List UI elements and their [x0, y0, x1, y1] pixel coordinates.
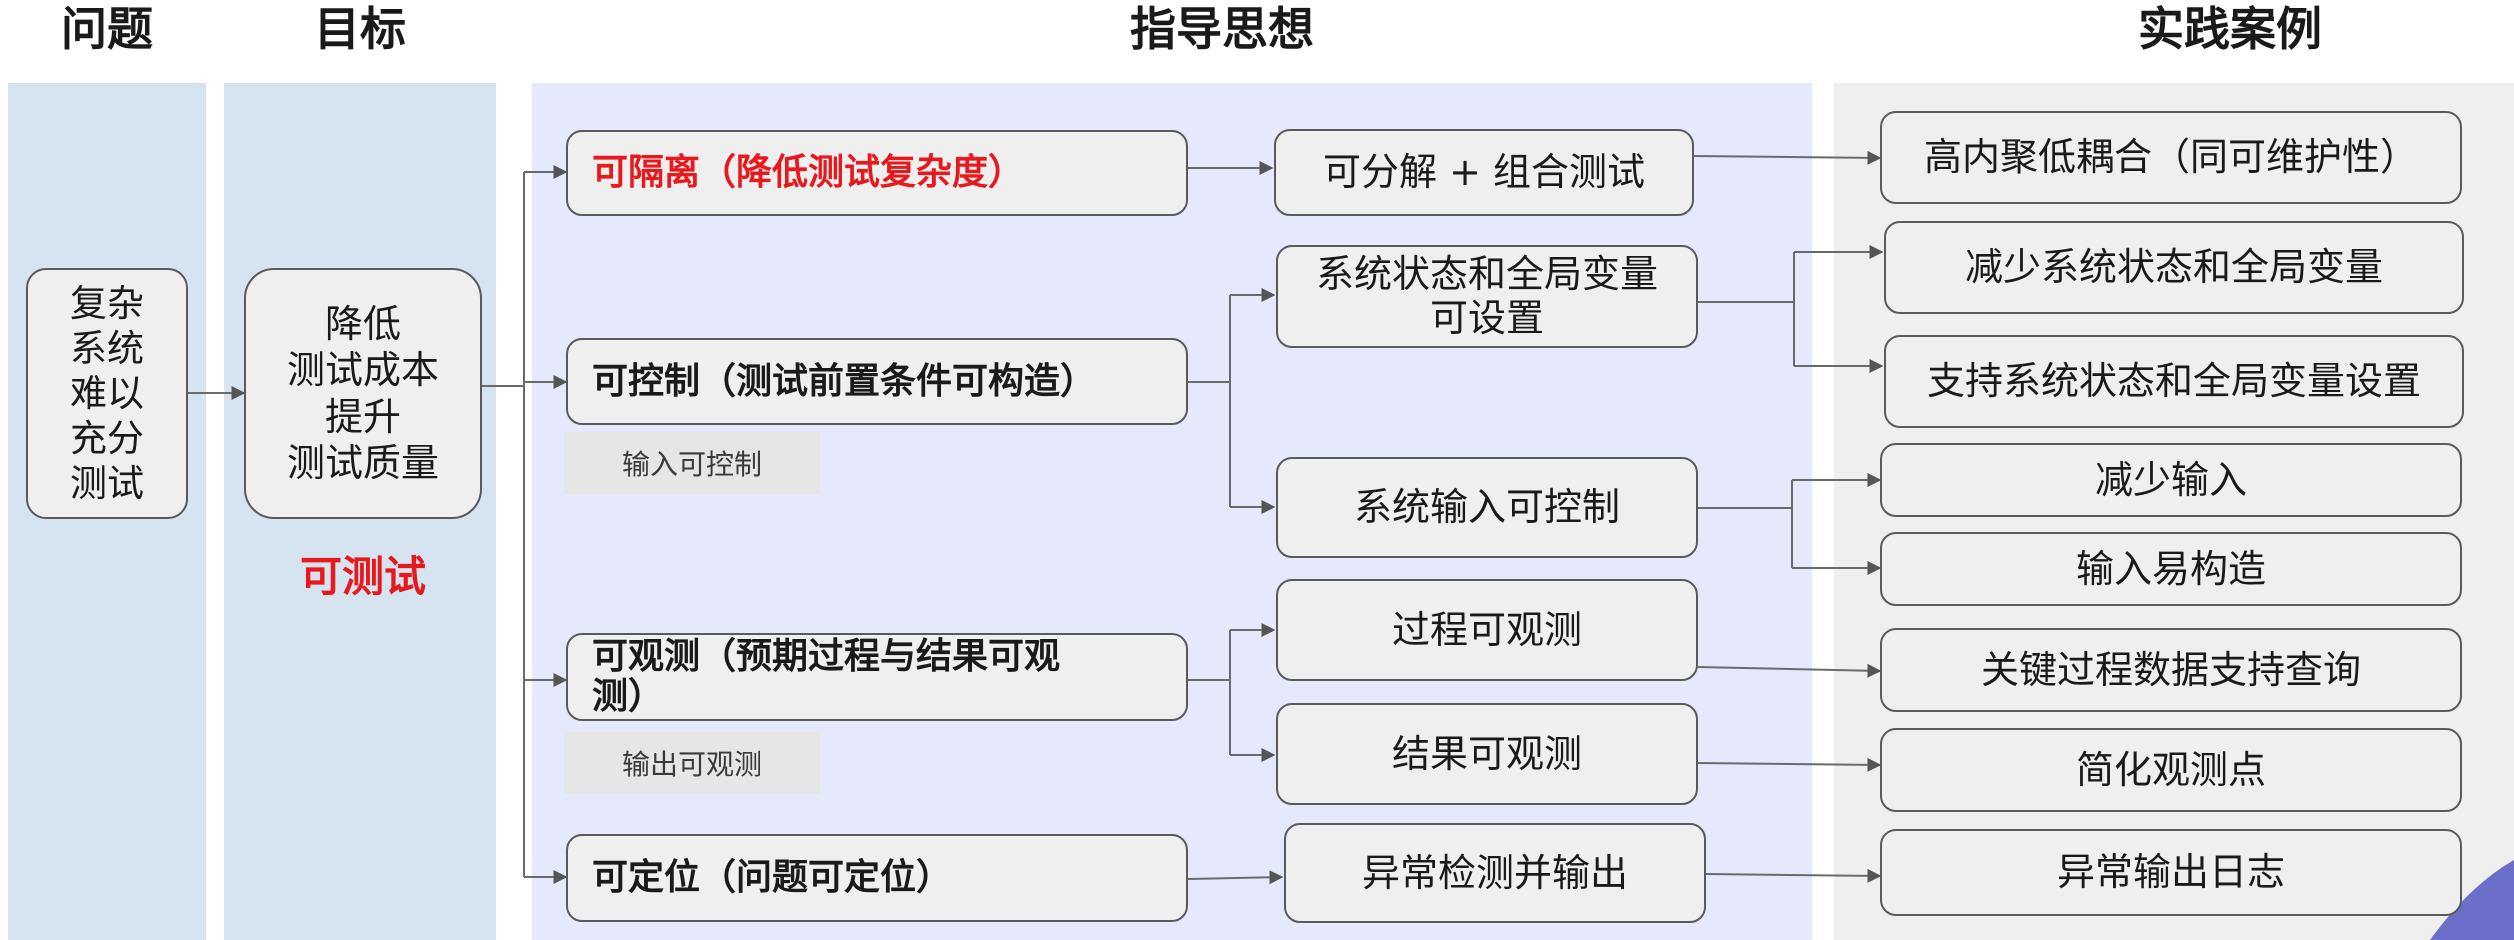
principle-observe: 可观测（预期过程与结果可观 测）: [566, 633, 1188, 721]
case-support-state: 支持系统状态和全局变量设置: [1884, 335, 2464, 428]
case-easy-input: 输入易构造: [1880, 532, 2462, 606]
case-reduce-state: 减少系统状态和全局变量: [1884, 221, 2464, 314]
note-output-observable: 输出可观测: [564, 732, 820, 794]
case-process-query: 关键过程数据支持查询: [1880, 628, 2462, 712]
mid-result-observable: 结果可观测: [1276, 703, 1698, 805]
case-simplify-observe: 简化观测点: [1880, 728, 2462, 812]
case-exception-log: 异常输出日志: [1880, 829, 2462, 916]
mid-decompose-compose: 可分解 + 组合测试: [1274, 129, 1694, 216]
arrow-decompose-cohesion: [1693, 150, 1882, 165]
principle-isolate: 可隔离（降低测试复杂度）: [566, 130, 1188, 216]
case-reduce-input: 减少输入: [1880, 443, 2462, 517]
case-high-cohesion: 高内聚低耦合（同可维护性）: [1880, 111, 2462, 204]
corner-accent-shape: [2430, 860, 2514, 940]
header-guiding: 指导思想: [1130, 2, 1314, 56]
note-input-controllable: 输入可控制: [564, 432, 820, 494]
goal-label-testable: 可测试: [299, 552, 426, 601]
mid-state-settable: 系统状态和全局变量 可设置: [1276, 245, 1698, 348]
goal-box: 降低 测试成本 提升 测试质量: [244, 268, 482, 519]
arrow-exception-log: [1705, 868, 1882, 883]
arrow-process-query: [1697, 663, 1882, 678]
header-goal: 目标: [314, 2, 406, 56]
header-practice: 实践案例: [2138, 2, 2322, 56]
mid-input-controllable: 系统输入可控制: [1276, 457, 1698, 558]
principle-locate: 可定位（问题可定位）: [566, 834, 1188, 922]
principle-control: 可控制（测试前置条件可构造）: [566, 338, 1188, 425]
arrow-result-simplify: [1697, 757, 1882, 772]
problem-box: 复杂 系统 难以 充分 测试: [26, 268, 188, 519]
header-problem: 问题: [61, 2, 153, 56]
mid-exception-detect: 异常检测并输出: [1284, 823, 1706, 923]
arrow-locate-exception: [1187, 870, 1284, 885]
mid-process-observable: 过程可观测: [1276, 579, 1698, 681]
